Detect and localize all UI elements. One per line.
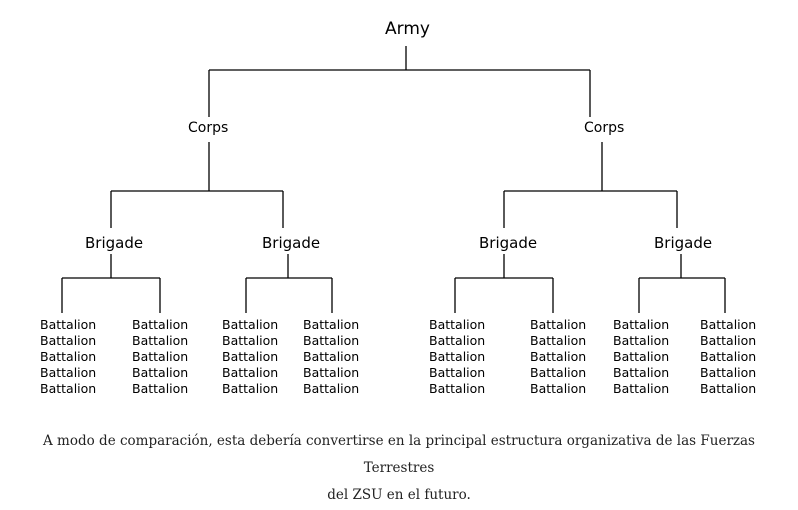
battalion-column: Battalion Battalion Battalion Battalion … <box>700 317 756 397</box>
caption-line: del ZSU en el futuro. <box>327 487 471 503</box>
battalion-item: Battalion <box>132 349 189 364</box>
org-chart: Army Corps Corps Brigade Brigade Brigade… <box>40 19 756 397</box>
battalion-item: Battalion <box>700 365 757 380</box>
battalion-item: Battalion <box>303 381 360 396</box>
battalion-item: Battalion <box>222 349 279 364</box>
battalion-item: Battalion <box>132 381 189 396</box>
battalion-item: Battalion <box>429 365 486 380</box>
battalion-item: Battalion <box>303 317 360 332</box>
battalion-item: Battalion <box>530 317 587 332</box>
brigade-node: Brigade <box>479 234 538 252</box>
battalion-column: Battalion Battalion Battalion Battalion … <box>132 317 188 397</box>
battalion-item: Battalion <box>700 381 757 396</box>
battalion-item: Battalion <box>613 317 670 332</box>
battalion-item: Battalion <box>613 333 670 348</box>
battalion-item: Battalion <box>613 381 670 396</box>
battalion-item: Battalion <box>303 365 360 380</box>
connector-lines <box>61 46 726 313</box>
battalion-item: Battalion <box>613 365 670 380</box>
battalion-item: Battalion <box>530 381 587 396</box>
battalion-item: Battalion <box>530 349 587 364</box>
brigade-node: Brigade <box>262 234 321 252</box>
battalion-column: Battalion Battalion Battalion Battalion … <box>303 317 359 397</box>
battalion-item: Battalion <box>40 349 97 364</box>
battalion-item: Battalion <box>613 349 670 364</box>
battalion-item: Battalion <box>222 365 279 380</box>
battalion-item: Battalion <box>40 381 97 396</box>
battalion-item: Battalion <box>530 333 587 348</box>
battalion-item: Battalion <box>222 333 279 348</box>
corps-node-right: Corps <box>584 120 625 136</box>
battalion-item: Battalion <box>429 317 486 332</box>
brigade-node: Brigade <box>85 234 144 252</box>
battalion-item: Battalion <box>132 317 189 332</box>
battalion-item: Battalion <box>303 333 360 348</box>
battalion-column: Battalion Battalion Battalion Battalion … <box>613 317 669 397</box>
battalion-item: Battalion <box>222 381 279 396</box>
battalion-item: Battalion <box>40 333 97 348</box>
brigade-node: Brigade <box>654 234 713 252</box>
battalion-column: Battalion Battalion Battalion Battalion … <box>40 317 96 397</box>
battalion-item: Battalion <box>429 333 486 348</box>
battalion-item: Battalion <box>429 349 486 364</box>
battalion-item: Battalion <box>700 349 757 364</box>
battalion-column: Battalion Battalion Battalion Battalion … <box>429 317 485 397</box>
battalion-column: Battalion Battalion Battalion Battalion … <box>222 317 278 397</box>
caption-line: A modo de comparación, esta debería conv… <box>43 433 755 476</box>
figure-caption: A modo de comparación, esta debería conv… <box>20 428 778 509</box>
battalion-item: Battalion <box>132 365 189 380</box>
army-node: Army <box>385 19 430 39</box>
battalion-item: Battalion <box>222 317 279 332</box>
battalion-column: Battalion Battalion Battalion Battalion … <box>530 317 586 397</box>
battalion-item: Battalion <box>40 365 97 380</box>
corps-node-left: Corps <box>188 120 229 136</box>
battalion-item: Battalion <box>700 333 757 348</box>
battalion-item: Battalion <box>700 317 757 332</box>
battalion-item: Battalion <box>303 349 360 364</box>
battalion-item: Battalion <box>530 365 587 380</box>
battalion-item: Battalion <box>429 381 486 396</box>
battalion-item: Battalion <box>40 317 97 332</box>
battalion-item: Battalion <box>132 333 189 348</box>
